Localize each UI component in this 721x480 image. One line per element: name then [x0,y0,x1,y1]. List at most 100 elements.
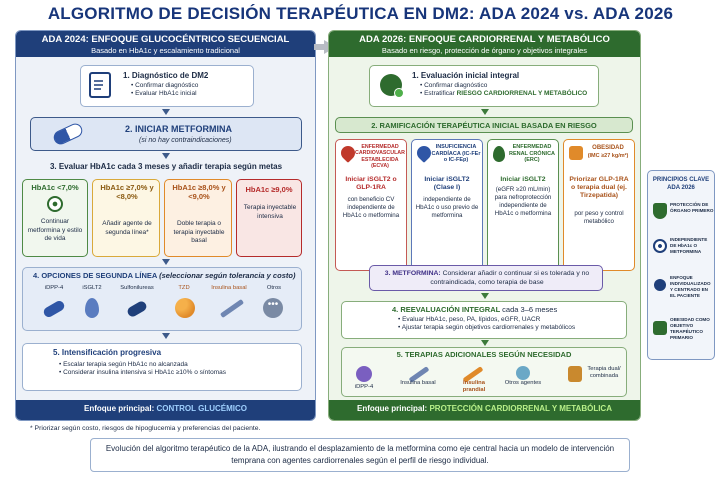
scale-icon [569,146,583,160]
principle-item: PROTECCIÓN DE ÓRGANO PRIMERO [670,202,714,213]
clipboard-icon [89,72,111,98]
right-step2-title: 2. RAMIFICACIÓN TERAPÉUTICA INICIAL BASA… [371,121,597,130]
right-step5-title: 5. TERAPIAS ADICIONALES SEGÚN NECESIDAD [396,350,572,359]
right-step3-body: Considerar añadir o continuar si es tole… [430,270,590,286]
branch-text: con beneficio CV independiente de HbA1c … [342,196,400,219]
left-step4-title-text: 4. OPCIONES DE SEGUNDA LÍNEA [33,271,158,280]
left-step2-sub: (si no hay contraindicaciones) [139,137,232,144]
caption-box: Evolución del algoritmo terapéutico de l… [90,438,630,472]
person-icon [654,279,666,291]
left-step2-box: 2. INICIAR METFORMINA (si no hay contrai… [30,117,302,151]
pill-icon [356,366,372,382]
page-title: ALGORITMO DE DECISIÓN TERAPÉUTICA EN DM2… [47,4,674,23]
left-step5-box: 5. Intensificación progresiva Escalar te… [22,343,302,391]
branch-name: ENFERMEDAD CARDIOVASCULAR ESTABLECIDA (E… [355,144,405,170]
right-footer-value: PROTECCIÓN CARDIORRENAL Y METABÓLICA [429,404,612,413]
right-step4-title-text: 4. REEVALUACIÓN INTEGRAL [392,305,501,314]
right-step5-box: 5. TERAPIAS ADICIONALES SEGÚN NECESIDAD … [341,347,627,397]
left-footer: Enfoque principal: CONTROL GLUCÉMICO [16,400,315,420]
option-label: iDPP-4 [44,285,64,291]
right-step1-box: 1. Evaluación inicial integral Confirmar… [369,65,599,107]
right-footer: Enfoque principal: PROTECCIÓN CARDIORREN… [329,400,640,420]
list-item: Evaluar HbA1c inicial [131,90,198,98]
option-label: TZD [178,285,190,291]
left-footer-prefix: Enfoque principal: [84,404,157,413]
target-icon [47,196,63,212]
target-icon [653,239,667,253]
branch-rx: Iniciar iSGLT2 o GLP-1RA [345,176,397,191]
hba1c-label: HbA1c <7,0% [31,183,79,192]
left-header-subtitle: Basado en HbA1c y escalamiento tradicion… [91,46,240,55]
list-item: Considerar insulina intensiva si HbA1c ≥… [59,369,226,377]
right-step4-title: 4. REEVALUACIÓN INTEGRAL cada 3–6 meses [392,305,557,315]
branch-obesity: OBESIDAD (IMC ≥27 kg/m²) Priorizar GLP-1… [563,139,635,271]
right-header-title: ADA 2026: ENFOQUE CARDIORRENAL Y METABÓL… [359,34,610,45]
left-step1-list: Confirmar diagnóstico Evaluar HbA1c inic… [131,82,198,98]
right-step3-text: 3. METFORMINA: Considerar añadir o conti… [374,270,600,287]
right-panel: ADA 2026: ENFOQUE CARDIORRENAL Y METABÓL… [328,30,641,421]
option-label: Insulina basal [211,285,247,291]
left-step1-title: 1. Diagnóstico de DM2 [123,71,209,80]
right-step1-title: 1. Evaluación inicial integral [412,71,520,80]
caption-text: Evolución del algoritmo terapéutico de l… [105,444,615,465]
branch-ic: INSUFICIENCIA CARDÍACA (IC-FEr o IC-FEp)… [411,139,483,271]
list-item-text: Estratificar [424,90,457,98]
list-item: Escalar terapia según HbA1c no alcanzada [59,361,226,369]
hba1c-label: HbA1c ≥8,0% y <9,0% [172,183,226,201]
branch-ecva: ENFERMEDAD CARDIOVASCULAR ESTABLECIDA (E… [335,139,407,271]
right-step3-box: 3. METFORMINA: Considerar añadir o conti… [369,265,603,291]
right-header: ADA 2026: ENFOQUE CARDIORRENAL Y METABÓL… [329,31,640,57]
left-step5-list: Escalar terapia según HbA1c no alcanzada… [59,361,226,377]
left-step5-title: 5. Intensificación progresiva [53,348,162,357]
list-item: Estratificar RIESGO CARDIORRENAL Y METAB… [420,90,587,98]
pills-icon [175,298,195,318]
left-step4-box: 4. OPCIONES DE SEGUNDA LÍNEA (selecciona… [22,267,302,331]
principles-panel: PRINCIPIOS CLAVE ADA 2026 PROTECCIÓN DE … [647,170,715,360]
hba1c-label: HbA1c ≥7,0% y <8,0% [100,183,154,201]
left-step1-box: 1. Diagnóstico de DM2 Confirmar diagnóst… [80,65,254,107]
hba1c-box-1: HbA1c <7,0% Continuar metformina y estil… [22,179,88,257]
hba1c-text: Doble terapia o terapia inyectable basal [173,220,225,244]
option-label: Sulfonilureas [120,285,154,291]
kidney-icon [493,146,505,162]
right-header-subtitle: Basado en riesgo, protección de órgano y… [381,46,588,55]
right-step4-list: Evaluar HbA1c, peso, PA, lípidos, eGFR, … [398,316,575,332]
left-step4-title: 4. OPCIONES DE SEGUNDA LÍNEA (selecciona… [33,271,295,281]
right-footer-prefix: Enfoque principal: [357,404,430,413]
branch-text: por peso y control metabólico [574,210,624,225]
more-icon: ••• [263,298,283,318]
molecule-icon [516,366,530,380]
branch-name: ENFERMEDAD RENAL CRÓNICA (ERC) [508,144,556,163]
hba1c-text: Terapia inyectable intensiva [243,204,297,220]
shield-icon [653,203,667,219]
transition-arrow-tail [314,44,325,50]
branch-name-2: (IMC ≥27 kg/m²) [587,153,629,159]
option-label: Terapia dual/ combinada [587,366,621,379]
branch-text: independiente de HbA1c o uso previo de m… [415,196,479,219]
pill-icon [125,299,149,319]
principle-item: OBESIDAD COMO OBJETIVO TERAPÉUTICO PRIMA… [670,317,710,340]
right-step1-list: Confirmar diagnóstico Estratificar RIESG… [420,82,587,98]
arrow-icon [162,259,170,265]
left-panel: ADA 2024: ENFOQUE GLUCOCÉNTRICO SECUENCI… [15,30,316,421]
list-item: Ajustar terapia según objetivos cardiorr… [398,324,575,332]
hba1c-text: Continuar metformina y estilo de vida [27,218,83,242]
capsule-icon [41,299,67,319]
branch-rx: Priorizar GLP-1RA o terapia dual (ej. Ti… [569,176,629,199]
option-label: Insulina prandial [462,380,486,393]
left-note: * Priorizar según costo, riesgos de hipo… [30,425,261,432]
option-label: Insulina basal [400,380,436,386]
left-header: ADA 2024: ENFOQUE GLUCOCÉNTRICO SECUENCI… [16,31,315,57]
branch-erc: ENFERMEDAD RENAL CRÓNICA (ERC) Iniciar i… [487,139,559,271]
left-header-title: ADA 2024: ENFOQUE GLUCOCÉNTRICO SECUENCI… [41,34,290,45]
right-step4-box: 4. REEVALUACIÓN INTEGRAL cada 3–6 meses … [341,301,627,339]
kidney-icon [85,298,99,318]
left-step2-title: 2. INICIAR METFORMINA [125,124,232,134]
scale-icon [653,321,667,335]
list-item: Confirmar diagnóstico [420,82,587,90]
option-label: iSGLT2 [82,285,102,291]
arrow-icon [162,153,170,159]
left-footer-value: CONTROL GLUCÉMICO [156,404,247,413]
hba1c-box-3: HbA1c ≥8,0% y <9,0% Doble terapia o tera… [164,179,232,257]
pill-icon [51,121,85,147]
